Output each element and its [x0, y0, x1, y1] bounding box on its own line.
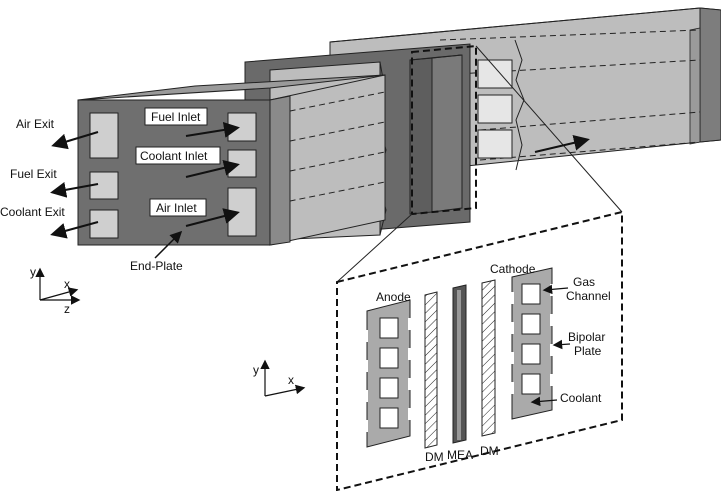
stack-front-section — [78, 75, 385, 245]
detail-inset: Anode Cathode Gas Channel Bipolar Plate … — [337, 212, 622, 490]
axes-3d: y x z — [30, 265, 78, 316]
dm-right-label: DM — [480, 444, 499, 458]
end-plate-label: End-Plate — [130, 259, 183, 273]
anode-bipolar-plate — [362, 300, 414, 447]
axis3d-x-label: x — [64, 277, 70, 291]
diffusion-media-right — [482, 280, 495, 436]
bipolar-plate-label-line1: Bipolar — [568, 330, 605, 344]
coolant-exit-label: Coolant Exit — [0, 205, 65, 219]
mea-label: MEA — [447, 448, 473, 462]
axis2d-x-label: x — [288, 373, 294, 387]
dm-left-label: DM — [425, 450, 444, 464]
diffusion-media-left — [425, 292, 437, 448]
air-inlet-label: Air Inlet — [156, 201, 197, 215]
cathode-label: Cathode — [490, 262, 536, 276]
axis3d-z-label: z — [64, 302, 70, 316]
anode-label: Anode — [376, 290, 411, 304]
air-exit-label: Air Exit — [16, 117, 55, 131]
axes-2d: y x — [253, 362, 303, 396]
fuel-inlet-label: Fuel Inlet — [151, 110, 201, 124]
bipolar-plate-label-line2: Plate — [574, 344, 602, 358]
axis2d-y-label: y — [253, 363, 259, 377]
cathode-bipolar-plate — [508, 268, 556, 419]
gas-channel-label-line1: Gas — [573, 275, 595, 289]
coolant-inlet-label: Coolant Inlet — [140, 149, 208, 163]
axis3d-y-label: y — [30, 265, 36, 279]
coolant-detail-label: Coolant — [560, 391, 602, 405]
gas-channel-label-line2: Channel — [566, 289, 611, 303]
fuel-exit-label: Fuel Exit — [10, 167, 57, 181]
